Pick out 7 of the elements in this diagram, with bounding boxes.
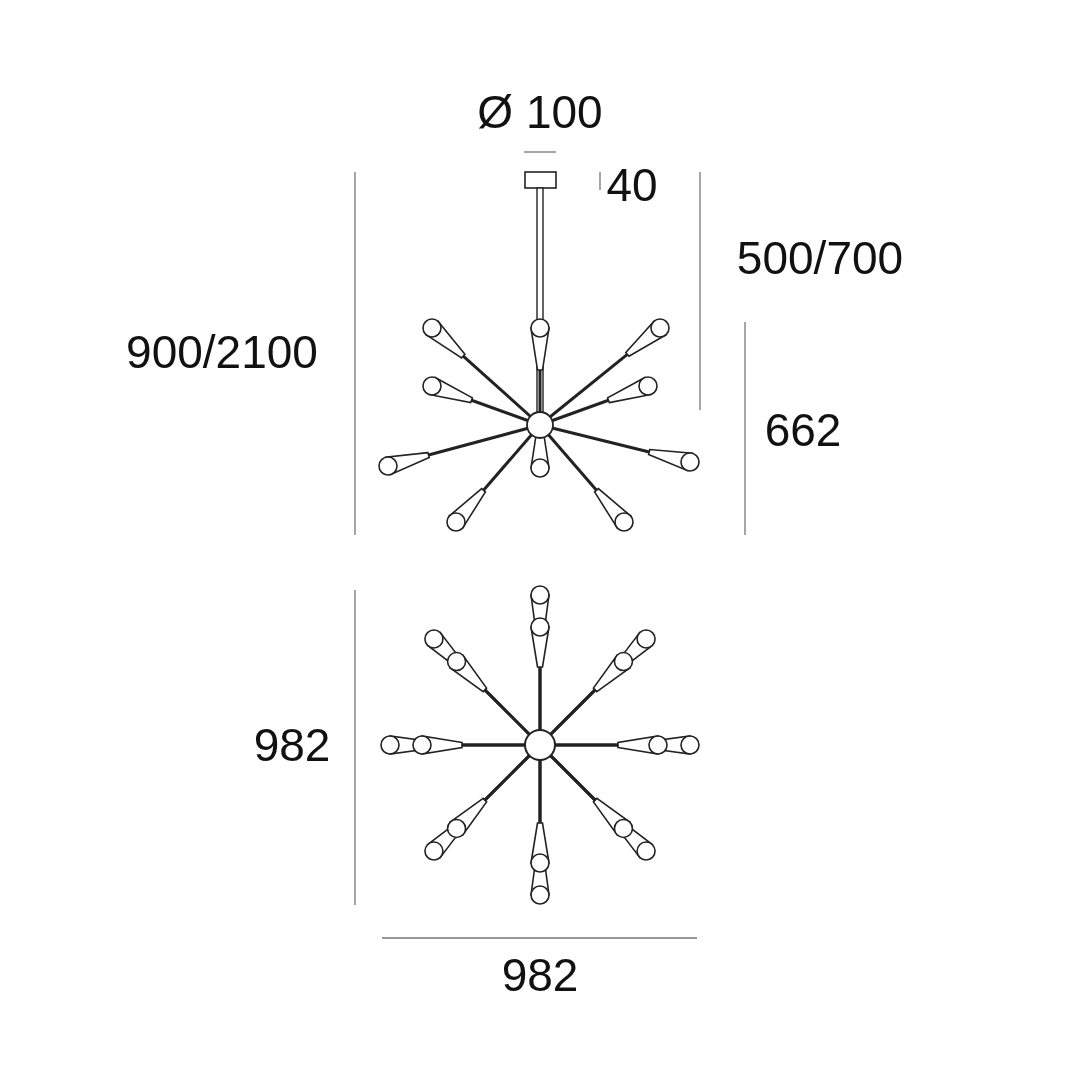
dimension-label: Ø 100 (477, 89, 603, 135)
dimension-label: 662 (764, 407, 842, 453)
dimension-label: 982 (253, 722, 331, 768)
dimension-label: 500/700 (736, 235, 904, 281)
dimension-label: 982 (501, 952, 579, 998)
dimension-label: 40 (606, 162, 658, 208)
dimension-label: 900/2100 (126, 329, 318, 375)
